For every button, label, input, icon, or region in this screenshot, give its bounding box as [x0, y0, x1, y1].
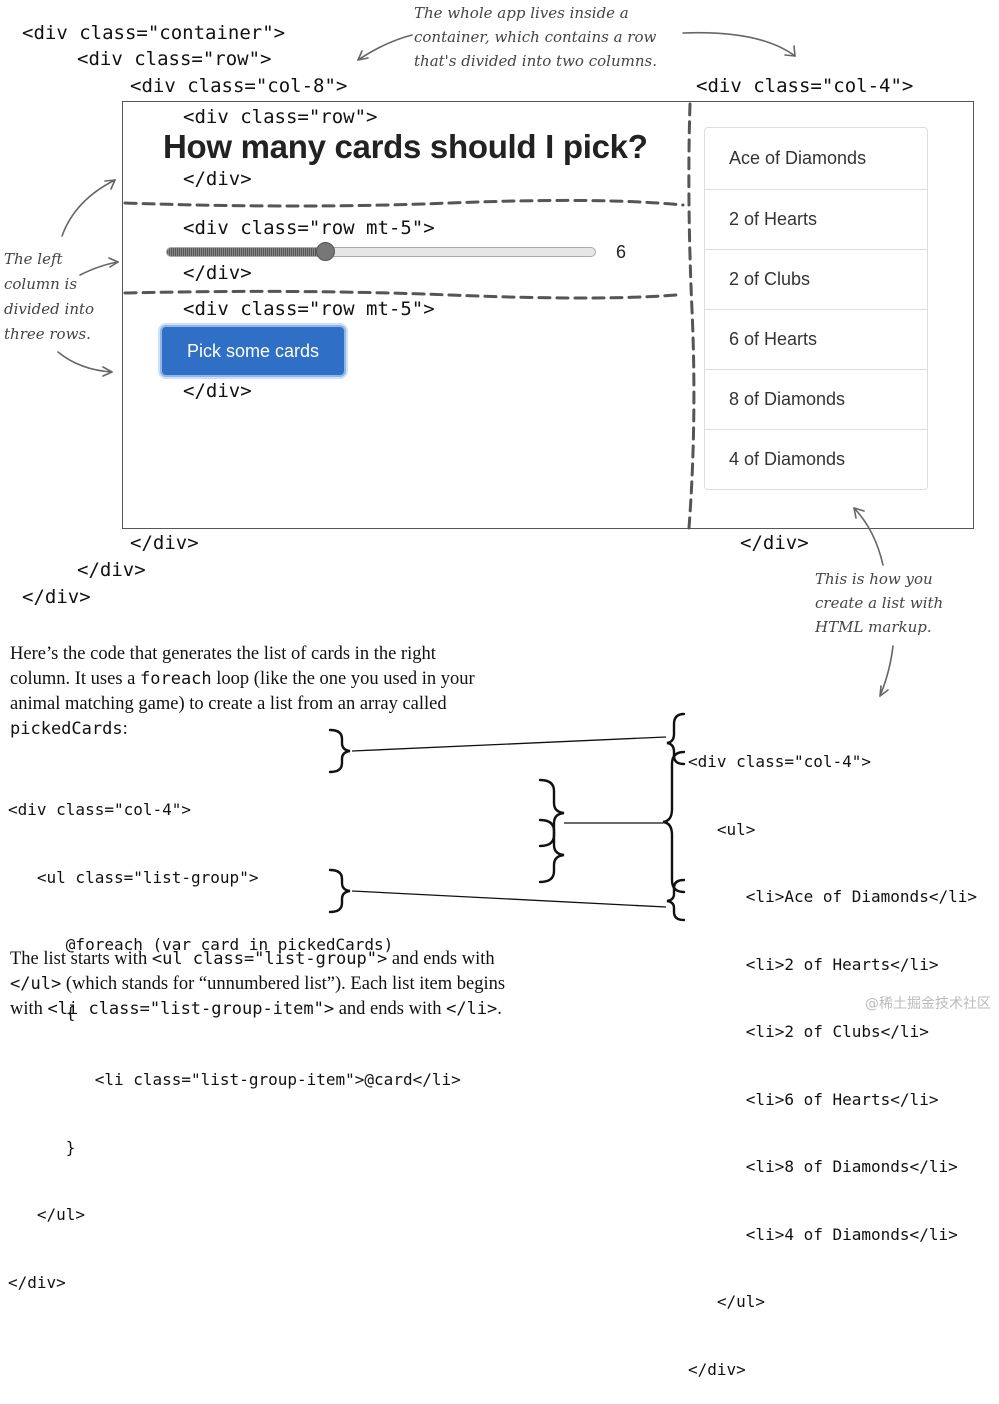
brace-icon — [538, 778, 565, 848]
slider-value: 6 — [616, 242, 627, 262]
code-line: <div class="col-4"> — [688, 752, 872, 771]
annotation-drawing — [57, 31, 894, 922]
row-divider-1 — [123, 198, 685, 208]
html-code-block: <div class="col-4"> <ul> <li>Ace of Diam… — [688, 706, 977, 1404]
code-col4-open: <div class="col-4"> — [696, 75, 914, 97]
code-line: <li>Ace of Diamonds</li> — [688, 887, 977, 906]
code-row3-close: </div> — [183, 380, 252, 402]
list-item: 2 of Clubs — [705, 249, 927, 309]
app-mockup-frame — [122, 101, 974, 529]
column-divider — [687, 102, 696, 530]
code-line: </div> — [688, 1359, 746, 1379]
pick-cards-button[interactable]: Pick some cards — [160, 325, 346, 377]
code-line: <div class="col-4"> — [8, 800, 192, 819]
brace-icon — [666, 712, 686, 766]
row-divider-2 — [123, 289, 678, 300]
page-title: How many cards should I pick? — [163, 128, 648, 165]
arrow-icon — [682, 31, 796, 57]
brace-icon — [328, 728, 351, 774]
code-line: <li>8 of Diamonds</li> — [688, 1157, 958, 1176]
list-item: 6 of Hearts — [705, 309, 927, 369]
code-row2-close: </div> — [183, 262, 252, 284]
slider-fill — [167, 248, 325, 256]
code-row-close: </div> — [77, 559, 146, 581]
brace-icon — [328, 868, 351, 914]
code-row-open: <div class="row"> — [77, 48, 272, 70]
arrow-icon — [61, 179, 116, 237]
code-line: <li>2 of Clubs</li> — [688, 1022, 929, 1041]
code-line: } — [8, 1137, 76, 1157]
code-row2-open: <div class="row mt-5"> — [183, 217, 435, 239]
code-col8-close: </div> — [130, 532, 199, 554]
code-row3-open: <div class="row mt-5"> — [183, 298, 435, 320]
paragraph-intro: Here’s the code that generates the list … — [10, 644, 475, 739]
card-count-slider[interactable] — [166, 247, 596, 257]
brace-icon — [666, 878, 686, 922]
card-list: Ace of Diamonds 2 of Hearts 2 of Clubs 6… — [704, 127, 928, 490]
code-line: @foreach (var card in pickedCards) — [8, 935, 394, 954]
paragraph-explanation: The list starts with <ul class="list-gro… — [10, 949, 506, 1019]
arrow-icon — [853, 507, 884, 566]
watermark: @稀土掘金技术社区 — [865, 996, 991, 1012]
razor-code-block: <div class="col-4"> <ul class="list-grou… — [8, 754, 461, 1317]
brace-icon — [538, 818, 565, 884]
code-row1-close: </div> — [183, 168, 252, 190]
code-container-open: <div class="container"> — [22, 22, 286, 44]
arrow-icon — [79, 261, 119, 276]
arrow-icon — [57, 351, 113, 373]
code-line: <li>6 of Hearts</li> — [688, 1089, 939, 1109]
code-col4-close: </div> — [740, 532, 809, 554]
arrow-icon — [879, 645, 894, 697]
list-item: Ace of Diamonds — [729, 148, 867, 168]
code-line: <ul class="list-group"> — [8, 867, 259, 887]
list-item: 8 of Diamonds — [705, 369, 927, 429]
brace-icon — [662, 750, 686, 894]
list-item: 2 of Hearts — [705, 189, 927, 249]
code-col8-open: <div class="col-8"> — [130, 75, 348, 97]
code-line: <li>2 of Hearts</li> — [688, 954, 939, 974]
code-line: <li>4 of Diamonds</li> — [688, 1224, 958, 1244]
code-line: { — [8, 1002, 76, 1022]
slider-thumb[interactable] — [316, 242, 335, 261]
code-line: <ul> — [688, 819, 756, 839]
code-row1-open: <div class="row"> — [183, 106, 378, 128]
code-container-close: </div> — [22, 586, 91, 608]
code-line: </div> — [8, 1272, 66, 1292]
arrow-icon — [357, 34, 413, 61]
code-line: <li class="list-group-item">@card</li> — [8, 1070, 461, 1089]
code-line: </ul> — [8, 1205, 86, 1224]
list-item: 4 of Diamonds — [705, 429, 927, 489]
code-line: </ul> — [688, 1292, 766, 1311]
